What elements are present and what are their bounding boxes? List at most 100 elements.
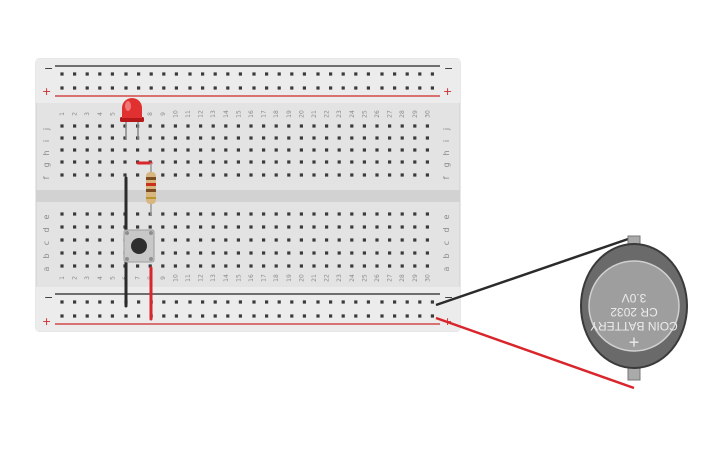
terminal-hole[interactable] [211,136,215,140]
terminal-hole[interactable] [123,136,127,140]
terminal-hole[interactable] [148,136,152,140]
terminal-hole[interactable] [161,212,165,216]
rail-hole[interactable] [226,300,230,304]
terminal-hole[interactable] [186,225,190,229]
terminal-hole[interactable] [186,124,190,128]
terminal-hole[interactable] [400,212,404,216]
terminal-hole[interactable] [362,251,366,255]
terminal-hole[interactable] [110,251,114,255]
terminal-hole[interactable] [312,238,316,242]
rail-hole[interactable] [418,86,422,90]
terminal-hole[interactable] [211,148,215,152]
terminal-hole[interactable] [375,148,379,152]
terminal-hole[interactable] [60,264,64,268]
rail-hole[interactable] [226,314,230,318]
terminal-hole[interactable] [211,225,215,229]
terminal-hole[interactable] [262,160,266,164]
terminal-hole[interactable] [173,251,177,255]
rail-hole[interactable] [405,86,409,90]
rail-hole[interactable] [252,72,256,76]
terminal-hole[interactable] [161,264,165,268]
terminal-hole[interactable] [388,225,392,229]
terminal-hole[interactable] [350,148,354,152]
terminal-hole[interactable] [123,124,127,128]
rail-hole[interactable] [354,300,358,304]
terminal-hole[interactable] [375,136,379,140]
rail-hole[interactable] [290,86,294,90]
terminal-hole[interactable] [262,124,266,128]
terminal-hole[interactable] [249,225,253,229]
terminal-hole[interactable] [85,251,89,255]
terminal-hole[interactable] [362,225,366,229]
terminal-hole[interactable] [186,251,190,255]
terminal-hole[interactable] [274,238,278,242]
rail-hole[interactable] [174,300,178,304]
terminal-hole[interactable] [148,124,152,128]
terminal-hole[interactable] [161,225,165,229]
rail-hole[interactable] [252,300,256,304]
terminal-hole[interactable] [173,148,177,152]
terminal-hole[interactable] [236,212,240,216]
rail-hole[interactable] [329,72,333,76]
terminal-hole[interactable] [224,124,228,128]
terminal-hole[interactable] [274,251,278,255]
terminal-hole[interactable] [85,136,89,140]
terminal-hole[interactable] [425,238,429,242]
terminal-hole[interactable] [350,251,354,255]
terminal-hole[interactable] [337,148,341,152]
terminal-hole[interactable] [262,238,266,242]
rail-hole[interactable] [380,300,384,304]
terminal-hole[interactable] [312,251,316,255]
rail-hole[interactable] [137,72,141,76]
terminal-hole[interactable] [123,173,127,177]
terminal-hole[interactable] [400,148,404,152]
terminal-hole[interactable] [73,148,77,152]
terminal-hole[interactable] [211,251,215,255]
rail-hole[interactable] [366,86,370,90]
rail-hole[interactable] [341,86,345,90]
rail-hole[interactable] [290,314,294,318]
rail-hole[interactable] [418,72,422,76]
terminal-hole[interactable] [161,238,165,242]
rail-hole[interactable] [393,86,397,90]
terminal-hole[interactable] [400,225,404,229]
terminal-hole[interactable] [350,124,354,128]
terminal-hole[interactable] [388,148,392,152]
terminal-hole[interactable] [425,173,429,177]
rail-hole[interactable] [110,72,114,76]
terminal-hole[interactable] [98,148,102,152]
rail-hole[interactable] [265,86,269,90]
terminal-hole[interactable] [236,251,240,255]
terminal-hole[interactable] [274,173,278,177]
terminal-hole[interactable] [123,148,127,152]
terminal-hole[interactable] [362,160,366,164]
terminal-hole[interactable] [249,251,253,255]
rail-hole[interactable] [174,86,178,90]
terminal-hole[interactable] [236,136,240,140]
terminal-hole[interactable] [413,238,417,242]
terminal-hole[interactable] [312,225,316,229]
terminal-hole[interactable] [236,238,240,242]
terminal-hole[interactable] [400,160,404,164]
rail-hole[interactable] [290,72,294,76]
terminal-hole[interactable] [110,264,114,268]
terminal-hole[interactable] [110,238,114,242]
terminal-hole[interactable] [85,238,89,242]
rail-hole[interactable] [430,314,434,318]
rail-hole[interactable] [252,86,256,90]
terminal-hole[interactable] [337,160,341,164]
terminal-hole[interactable] [161,173,165,177]
terminal-hole[interactable] [173,238,177,242]
terminal-hole[interactable] [224,160,228,164]
terminal-hole[interactable] [199,136,203,140]
terminal-hole[interactable] [60,160,64,164]
terminal-hole[interactable] [388,264,392,268]
terminal-hole[interactable] [388,160,392,164]
terminal-hole[interactable] [375,251,379,255]
terminal-hole[interactable] [136,225,140,229]
terminal-hole[interactable] [249,124,253,128]
terminal-hole[interactable] [236,264,240,268]
rail-hole[interactable] [110,314,114,318]
terminal-hole[interactable] [224,212,228,216]
rail-hole[interactable] [60,300,64,304]
